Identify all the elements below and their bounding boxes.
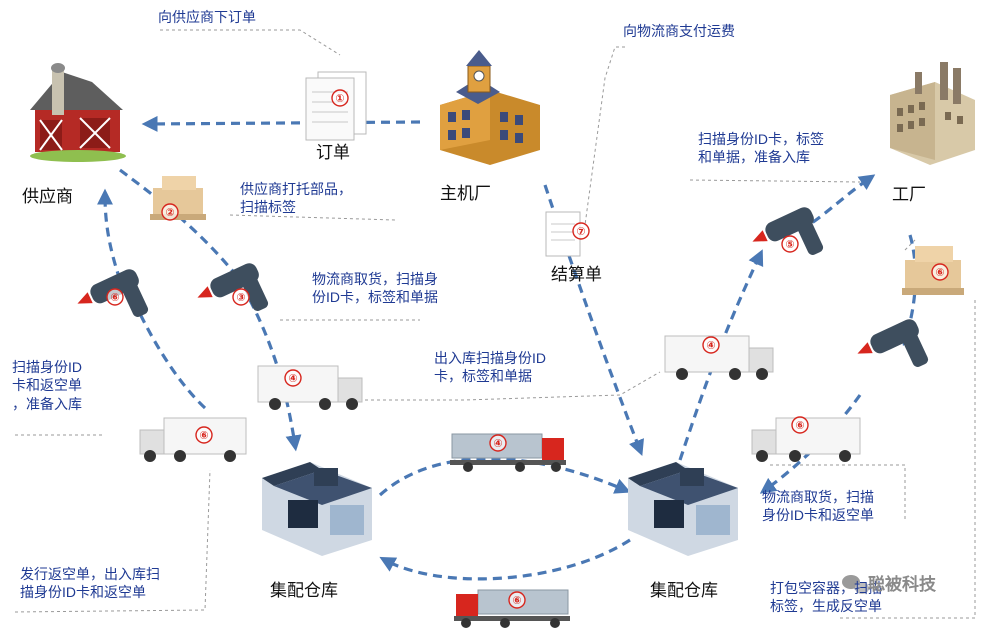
annotation-logistics-pickup-return: 物流商取货，扫描 身份ID卡和返空单 — [762, 489, 874, 524]
scanner-icon — [752, 207, 824, 255]
truck-icon — [139, 417, 247, 462]
warehouse-icon — [628, 462, 738, 556]
step-badges — [106, 89, 949, 609]
truck-icon — [664, 335, 774, 380]
order-document-icon — [305, 71, 367, 141]
step-badge-numbers: ① ② ③ ⑥ ④ ⑥ ④ ⑥ ⑦ ④ ⑤ ⑥ ⑥ — [110, 92, 944, 607]
badge-7: ⑦ — [576, 225, 585, 238]
supplier-barn-icon — [30, 63, 126, 162]
annotation-factory-scan: 扫描身份ID卡，标签 和单据，准备入库 — [698, 131, 824, 166]
annotation-warehouse-scan: 出入库扫描身份ID 卡，标签和单据 — [434, 350, 546, 385]
annotation-logistics-pickup: 物流商取货，扫描身 份ID卡，标签和单据 — [312, 271, 438, 306]
node-statement: 结算单 — [551, 265, 602, 284]
badge-6: ⑥ — [199, 429, 208, 442]
badge-6: ⑥ — [110, 291, 119, 304]
badge-4: ④ — [493, 437, 502, 450]
factory-building-icon — [890, 62, 975, 165]
badge-6: ⑥ — [935, 266, 944, 279]
node-factory: 工厂 — [892, 185, 926, 204]
annotation-order-to-supplier: 向供应商下订单 — [158, 9, 256, 25]
annotation-pack-empty: 打包空容器，扫描 标签，生成反空单 — [770, 580, 882, 615]
badge-4: ④ — [706, 339, 715, 352]
truck-icon — [257, 365, 363, 410]
node-warehouse-right: 集配仓库 — [650, 581, 718, 600]
badge-2: ② — [165, 206, 174, 219]
truck-icon — [751, 417, 861, 462]
node-oem: 主机厂 — [440, 184, 491, 203]
badge-4: ④ — [288, 372, 297, 385]
annotation-issue-return-empty: 发行返空单，出入库扫 描身份ID卡和返空单 — [20, 566, 160, 601]
badge-6: ⑥ — [795, 419, 804, 432]
node-order: 订单 — [316, 143, 350, 162]
annotation-pay-freight: 向物流商支付运费 — [623, 23, 735, 39]
wechat-icon — [842, 575, 869, 594]
oem-building-icon — [440, 50, 540, 165]
badge-1: ① — [335, 92, 344, 105]
node-supplier: 供应商 — [22, 187, 73, 206]
badge-3: ③ — [236, 291, 245, 304]
scanner-icon — [197, 263, 269, 311]
scanner-icon — [77, 269, 149, 317]
watermark: 聪被科技 — [868, 575, 936, 594]
node-warehouse-left: 集配仓库 — [270, 581, 338, 600]
badge-5: ⑤ — [785, 238, 794, 251]
annotation-supplier-pallet: 供应商打托部品， 扫描标签 — [240, 181, 352, 216]
warehouse-icon — [262, 462, 372, 556]
badge-6: ⑥ — [512, 594, 521, 607]
container-truck-icon — [450, 433, 566, 472]
scanner-icon — [857, 319, 929, 367]
annotation-scan-return-empty: 扫描身份ID 卡和返空单 ，准备入库 — [12, 359, 82, 412]
leader-lines — [14, 29, 976, 619]
